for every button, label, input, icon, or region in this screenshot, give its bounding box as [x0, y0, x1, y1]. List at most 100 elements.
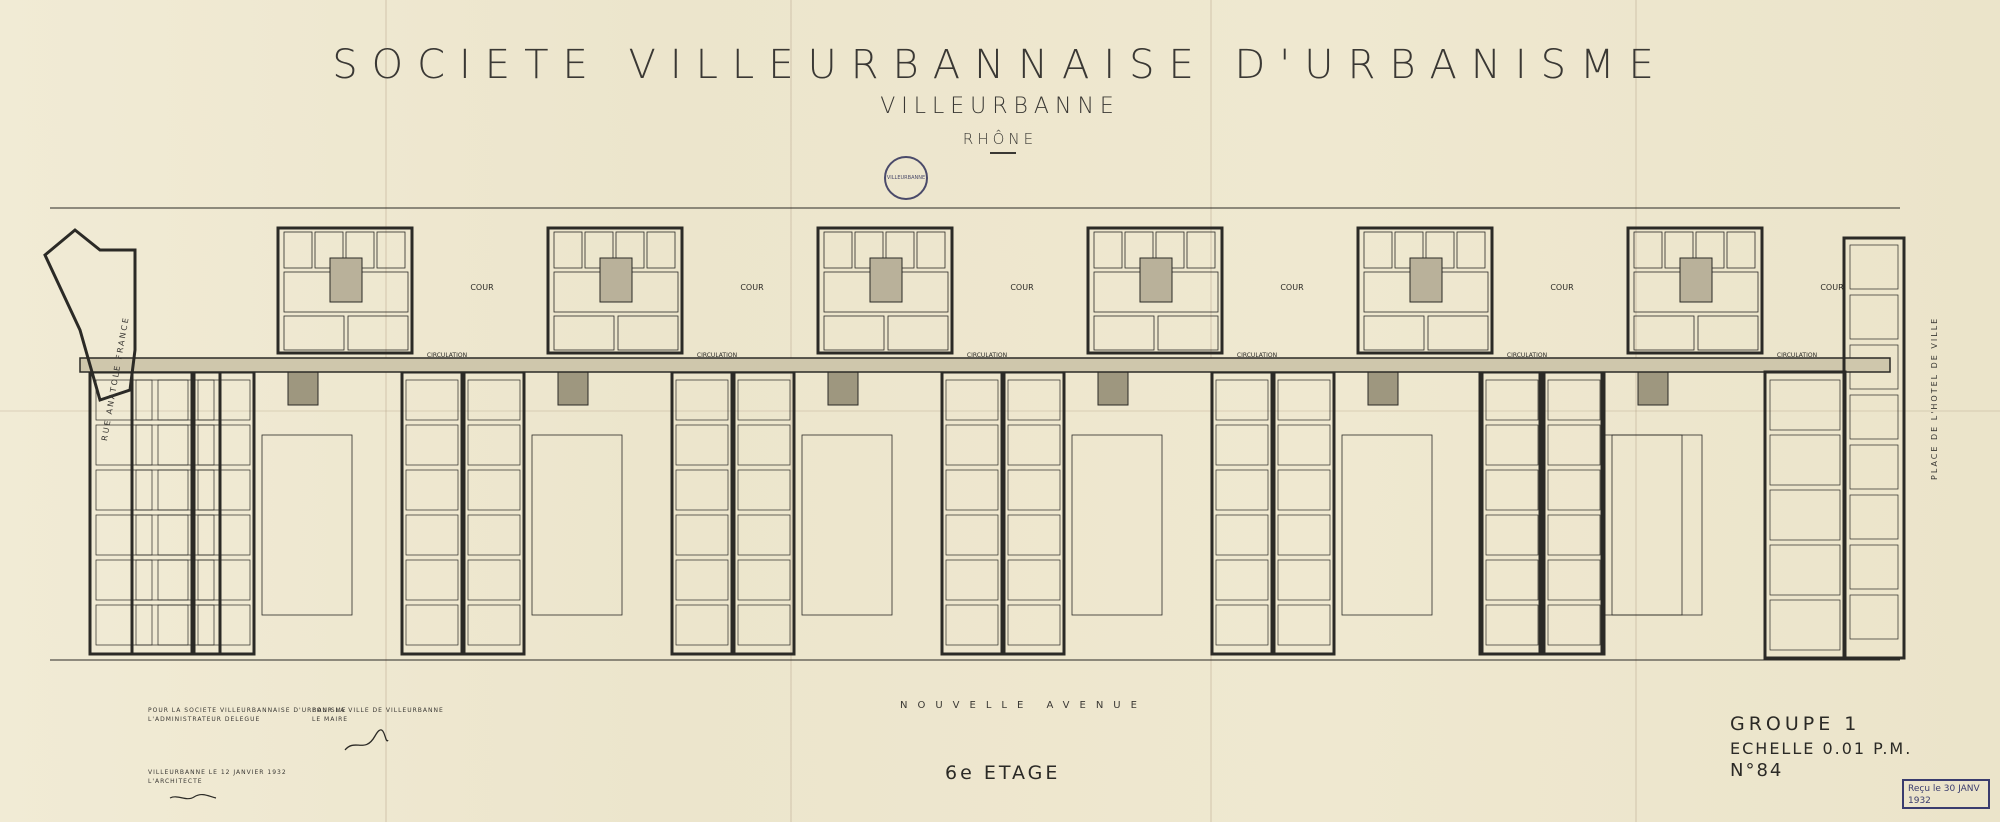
room: [405, 379, 459, 421]
room: [405, 424, 459, 466]
mayor-signature: [344, 729, 389, 751]
lower-apartment-wing: [1480, 370, 1544, 656]
room: [1769, 599, 1841, 651]
room: [1485, 379, 1539, 421]
room: [1485, 424, 1539, 466]
signature-block-society: POUR LA SOCIETE VILLEURBANNAISE D'URBANI…: [148, 707, 347, 723]
inner-court: [531, 434, 623, 616]
room: [1769, 544, 1841, 596]
room: [157, 424, 215, 466]
room: [405, 604, 459, 646]
inner-court: [261, 434, 353, 616]
top-apartment-block: [546, 226, 684, 355]
room: [1547, 424, 1601, 466]
room: [197, 604, 251, 646]
room: [584, 231, 614, 269]
room: [95, 604, 153, 646]
room: [945, 379, 999, 421]
room: [1124, 231, 1154, 269]
room: [1007, 514, 1061, 556]
room: [157, 559, 215, 601]
room: [1456, 231, 1486, 269]
room: [1697, 315, 1759, 351]
stair: [1409, 257, 1443, 303]
room: [1215, 424, 1269, 466]
room: [675, 559, 729, 601]
room: [467, 514, 521, 556]
fold-line: [0, 410, 2000, 412]
room: [1485, 604, 1539, 646]
room: [737, 604, 791, 646]
room: [1485, 514, 1539, 556]
room: [1547, 469, 1601, 511]
room: [1363, 315, 1425, 351]
courtyard-label: COUR: [1550, 283, 1574, 292]
sheet-number: N°84: [1730, 760, 1784, 781]
room: [135, 424, 189, 466]
signature-block-date: VILLEURBANNE LE 12 JANVIER 1932 L'ARCHIT…: [148, 769, 287, 785]
room: [467, 424, 521, 466]
lower-apartment-wing: [130, 370, 194, 656]
room: [553, 315, 615, 351]
room: [945, 604, 999, 646]
room: [197, 424, 251, 466]
room: [1277, 424, 1331, 466]
room: [617, 315, 679, 351]
courtyard-label: COUR: [1820, 283, 1844, 292]
room: [1726, 231, 1756, 269]
room: [1664, 231, 1694, 269]
room: [737, 559, 791, 601]
room: [1485, 469, 1539, 511]
room: [1547, 604, 1601, 646]
lower-apartment-wing: [192, 370, 256, 656]
room: [1633, 231, 1663, 269]
room: [95, 469, 153, 511]
room: [1849, 494, 1899, 540]
room: [1157, 315, 1219, 351]
room: [945, 514, 999, 556]
title-department: RHÔNE: [962, 130, 1038, 148]
room: [675, 514, 729, 556]
room: [405, 514, 459, 556]
inner-court: [801, 434, 893, 616]
room: [197, 514, 251, 556]
room: [1007, 604, 1061, 646]
lower-apartment-wing: [940, 370, 1004, 656]
stair: [599, 257, 633, 303]
room: [197, 379, 251, 421]
stair: [1679, 257, 1713, 303]
room: [135, 604, 189, 646]
inner-court: [1071, 434, 1163, 616]
room: [675, 604, 729, 646]
lower-apartment-wing: [1002, 370, 1066, 656]
room: [916, 231, 946, 269]
scale-label: ECHELLE 0.01 P.M.: [1730, 739, 1913, 758]
room: [1215, 559, 1269, 601]
room: [157, 379, 215, 421]
room: [347, 315, 409, 351]
room: [1547, 379, 1601, 421]
city-stamp: VILLEURBANNE: [884, 156, 928, 200]
top-apartment-block: [1356, 226, 1494, 355]
title-underline: [990, 152, 1016, 154]
lower-apartment-wing: [670, 370, 734, 656]
room: [1215, 469, 1269, 511]
room: [1277, 469, 1331, 511]
room: [675, 379, 729, 421]
room: [675, 424, 729, 466]
room: [1849, 294, 1899, 340]
left-wing-outline: [43, 228, 137, 402]
stair: [329, 257, 363, 303]
group-label: GROUPE 1: [1730, 713, 1861, 735]
room: [95, 379, 153, 421]
circulation-label: CIRCULATION: [967, 352, 1007, 359]
courtyard-label: COUR: [740, 283, 764, 292]
lower-apartment-wing: [1272, 370, 1336, 656]
circulation-label: CIRCULATION: [697, 352, 737, 359]
room: [1769, 379, 1841, 431]
room: [737, 469, 791, 511]
signature-block-city: POUR LA VILLE DE VILLEURBANNE LE MAIRE: [312, 707, 444, 723]
room: [467, 379, 521, 421]
room: [1849, 544, 1899, 590]
inner-court: [1341, 434, 1433, 616]
